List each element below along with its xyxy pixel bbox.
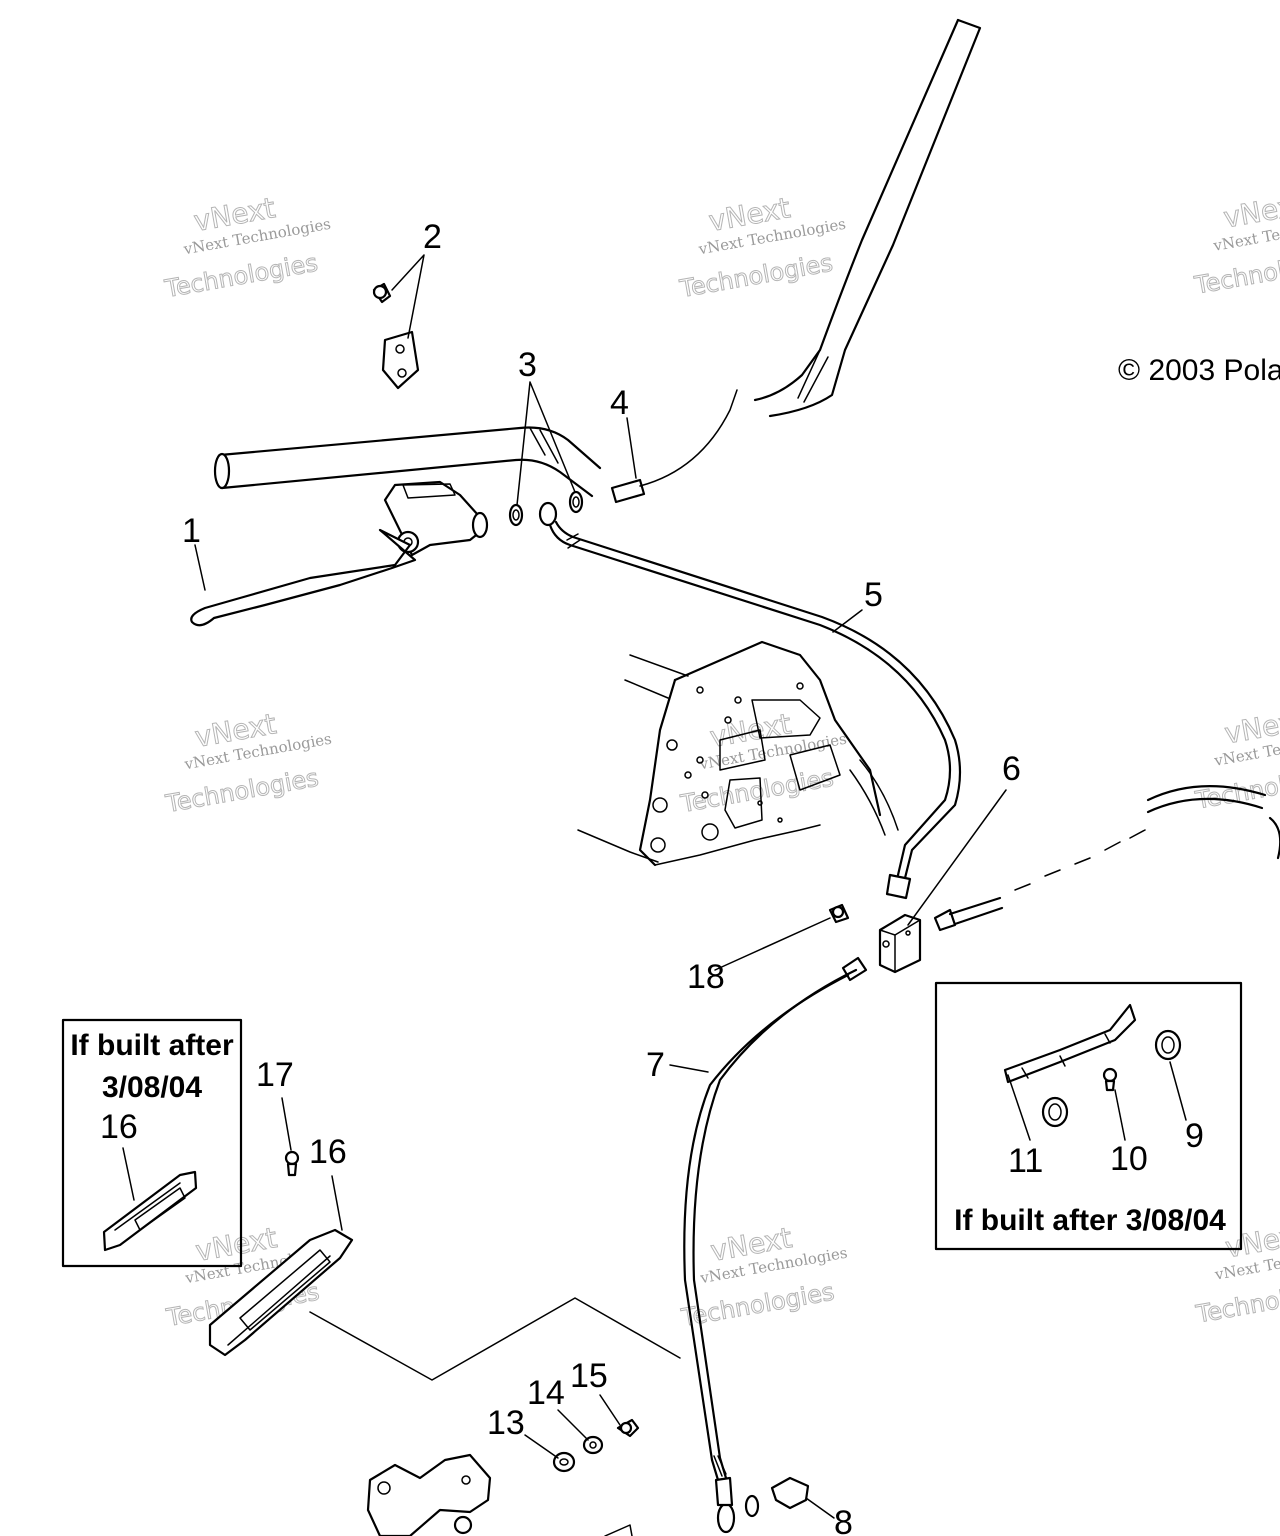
part-18-bolt bbox=[828, 903, 850, 924]
callout-10: 10 bbox=[1110, 1140, 1148, 1178]
part-3-washers bbox=[508, 490, 584, 527]
callout-6: 6 bbox=[1002, 750, 1021, 788]
svg-text:Technologies: Technologies bbox=[1192, 245, 1280, 300]
watermark-top-left: vNext vNext Technologies Technologies bbox=[162, 191, 333, 304]
callout-13: 13 bbox=[487, 1404, 525, 1442]
part-17-screw bbox=[284, 1150, 300, 1177]
svg-text:Technologies: Technologies bbox=[1193, 1274, 1280, 1329]
callout-3: 3 bbox=[518, 346, 537, 384]
callout-2: 2 bbox=[423, 218, 442, 256]
callout-15: 15 bbox=[570, 1357, 608, 1395]
callout-16-inset: 16 bbox=[100, 1108, 138, 1146]
part-14-washer bbox=[582, 1435, 604, 1455]
callout-labels: 1 2 3 4 5 6 7 8 9 10 11 13 14 15 16 16 1… bbox=[100, 218, 1204, 1536]
callout-5: 5 bbox=[864, 576, 883, 614]
rear-brake-line bbox=[933, 785, 1280, 932]
callout-14: 14 bbox=[527, 1374, 565, 1412]
part-2-clamp bbox=[372, 282, 420, 390]
leader-lines bbox=[194, 254, 1187, 1519]
part-13-washer bbox=[552, 1451, 576, 1473]
bottom-bracket bbox=[366, 1453, 633, 1536]
part-4-brake-switch bbox=[610, 389, 738, 504]
callout-4: 4 bbox=[610, 384, 629, 422]
inset-left bbox=[61, 1018, 243, 1268]
callout-7: 7 bbox=[646, 1046, 665, 1084]
watermark-top-center: vNext vNext Technologies Technologies bbox=[677, 191, 848, 304]
callout-18: 18 bbox=[687, 958, 725, 996]
callout-16: 16 bbox=[309, 1133, 347, 1171]
inset-left-line2: 3/08/04 bbox=[102, 1071, 202, 1104]
part-16-clip bbox=[208, 1228, 681, 1381]
watermark-top-right: vNext vNext Technologies Technologies bbox=[1191, 187, 1280, 300]
callout-8: 8 bbox=[834, 1504, 853, 1536]
watermark-bottom-center: vNext vNext Technologies Technologies bbox=[678, 1221, 849, 1333]
watermark-mid-left: vNext vNext Technologies Technologies bbox=[162, 707, 333, 819]
inset-right bbox=[934, 981, 1243, 1251]
watermark-mid-right: vNext vNext Technologies Technologies bbox=[1192, 703, 1280, 815]
frame-plate bbox=[577, 640, 899, 867]
callout-11: 11 bbox=[1008, 1142, 1043, 1180]
part-8-bolt bbox=[770, 1476, 810, 1510]
part-7-brake-line bbox=[683, 956, 868, 1534]
inset-right-caption: If built after 3/08/04 bbox=[954, 1204, 1226, 1237]
copyright-text: © 2003 Pola bbox=[1118, 354, 1280, 387]
part-1-master-cylinder-lever bbox=[190, 480, 489, 627]
callout-9: 9 bbox=[1185, 1117, 1204, 1155]
handlebar bbox=[213, 18, 982, 498]
part-6-junction-block bbox=[878, 913, 922, 974]
part-15-bolt bbox=[616, 1418, 640, 1438]
part-5-brake-line bbox=[538, 501, 962, 900]
callout-17: 17 bbox=[256, 1056, 294, 1094]
inset-left-line1: If built after bbox=[70, 1029, 234, 1062]
callout-1: 1 bbox=[182, 512, 201, 550]
